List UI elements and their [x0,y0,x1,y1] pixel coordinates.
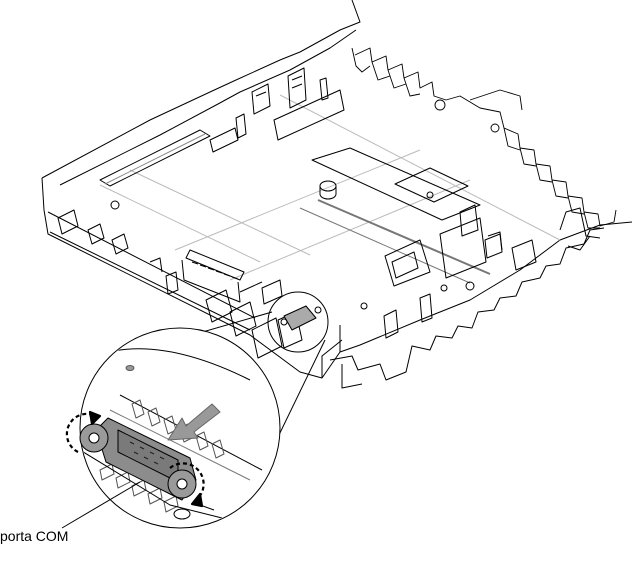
header-strip [181,249,245,303]
rotate-right-icon [169,462,205,508]
chassis-body [41,0,632,379]
lower-right-edge [329,207,605,389]
pcie-riser-slot [57,127,239,295]
label-leader-line [61,481,141,529]
right-board [360,217,537,339]
upper-connectors [235,67,345,141]
com-port-label: porta COM [0,528,69,544]
com-port-connector [79,417,197,501]
center-bracket [299,147,503,284]
com-port-highlight [267,291,329,353]
arrow-icon [167,403,221,441]
fan-clip-row [351,47,617,229]
rotate-left-icon [65,410,102,453]
